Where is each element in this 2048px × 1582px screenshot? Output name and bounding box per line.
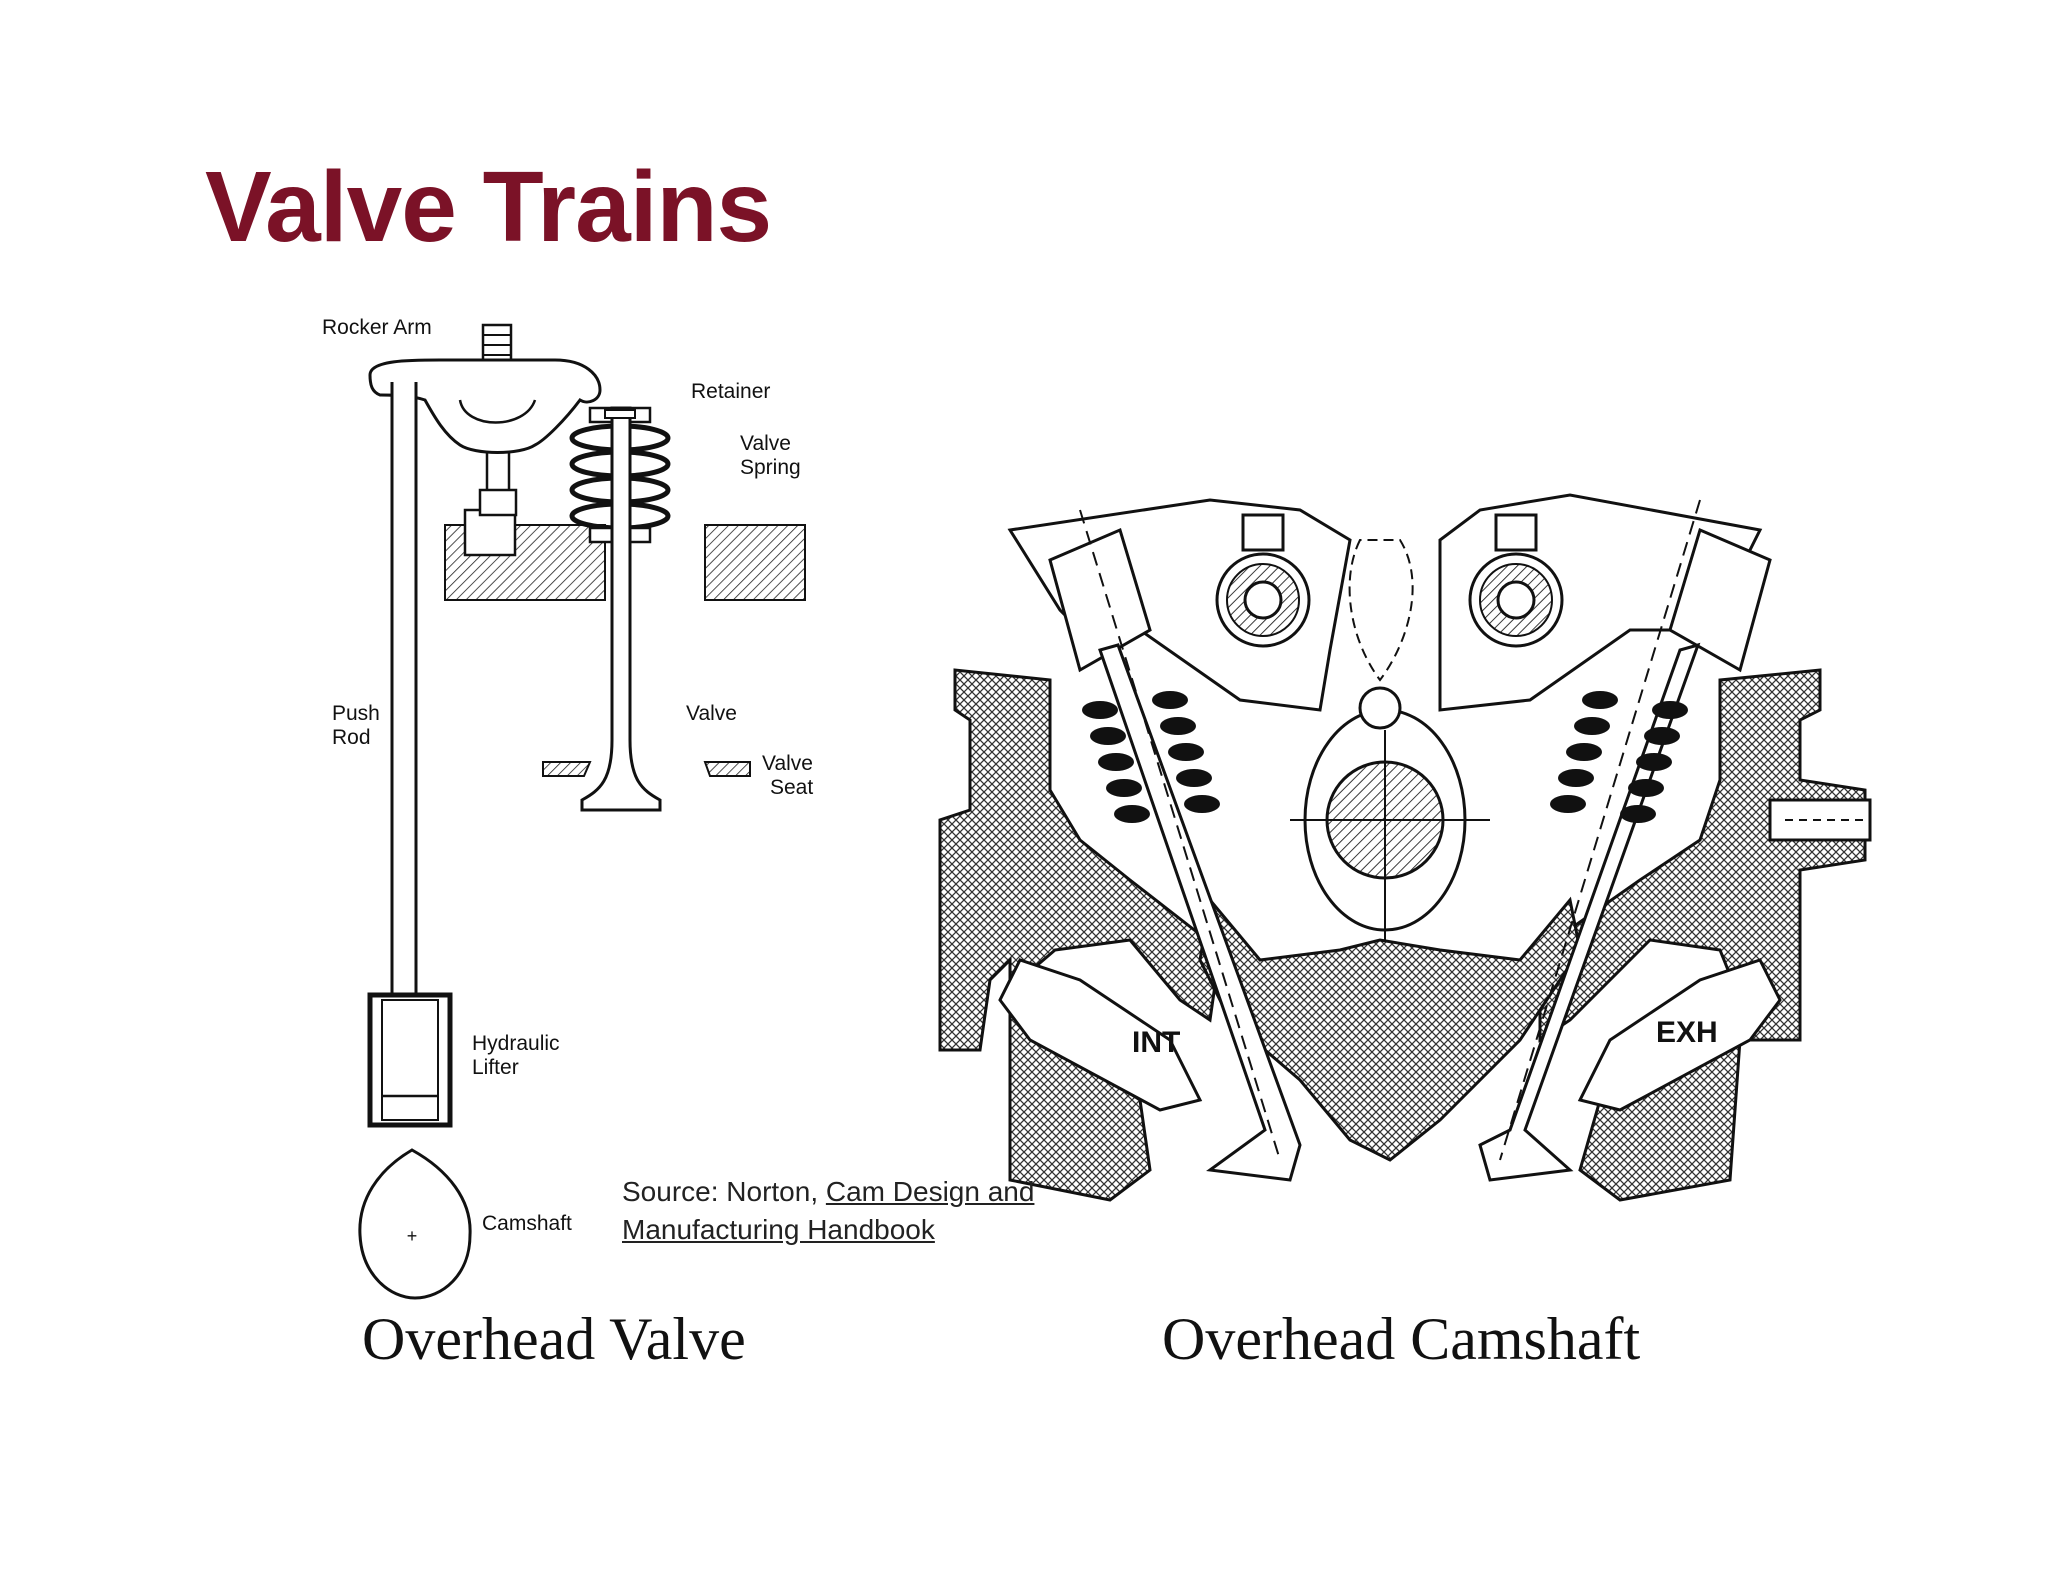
page-title: Valve Trains xyxy=(205,151,772,263)
caption-overhead-camshaft: Overhead Camshaft xyxy=(1162,1306,1641,1372)
caption-overhead-valve: Overhead Valve xyxy=(362,1306,746,1372)
label-valve-spring: Spring xyxy=(740,456,801,479)
exhaust-valve-spring xyxy=(1550,691,1688,823)
tappet-exhaust xyxy=(1668,527,1772,673)
label-retainer: Retainer xyxy=(691,380,770,403)
source-citation: Source: Norton, Cam Design and Manufactu… xyxy=(622,1173,1034,1249)
camshaft xyxy=(358,1148,472,1300)
intake-valve xyxy=(1098,643,1302,1182)
label-intake: INT xyxy=(1132,1026,1180,1059)
source-book-title-line1[interactable]: Cam Design and xyxy=(825,1176,1035,1207)
label-rocker-arm: Rocker Arm xyxy=(322,316,432,339)
label-camshaft: Camshaft xyxy=(482,1212,572,1235)
valve xyxy=(580,406,662,812)
valve-seat xyxy=(542,761,592,777)
label-hydraulic-lifter: Lifter xyxy=(472,1056,519,1079)
exhaust-valve xyxy=(1478,642,1701,1182)
label-push-rod: Rod xyxy=(332,726,371,749)
overhead-camshaft-diagram: INT EXH xyxy=(938,493,1872,1202)
intake-valve-spring xyxy=(1082,691,1220,823)
label-valve-seat: Valve xyxy=(762,752,813,775)
label-exhaust: EXH xyxy=(1656,1016,1718,1049)
label-valve: Valve xyxy=(686,702,737,725)
push-rod xyxy=(390,382,418,1024)
cylinder-head-section xyxy=(704,524,806,601)
label-valve-spring: Valve xyxy=(740,432,791,455)
tappet-intake xyxy=(1048,527,1152,673)
label-valve-seat: Seat xyxy=(770,776,813,799)
overhead-valve-diagram: + Rocker Arm Retainer Valve Spring Push … xyxy=(322,316,813,1300)
svg-text:+: + xyxy=(407,1226,418,1246)
source-book-title-line2[interactable]: Manufacturing Handbook xyxy=(622,1214,935,1245)
label-push-rod: Push xyxy=(332,702,380,725)
valve-seat xyxy=(703,761,751,777)
source-prefix: Source: Norton, xyxy=(622,1176,826,1207)
label-hydraulic-lifter: Hydraulic xyxy=(472,1032,560,1055)
